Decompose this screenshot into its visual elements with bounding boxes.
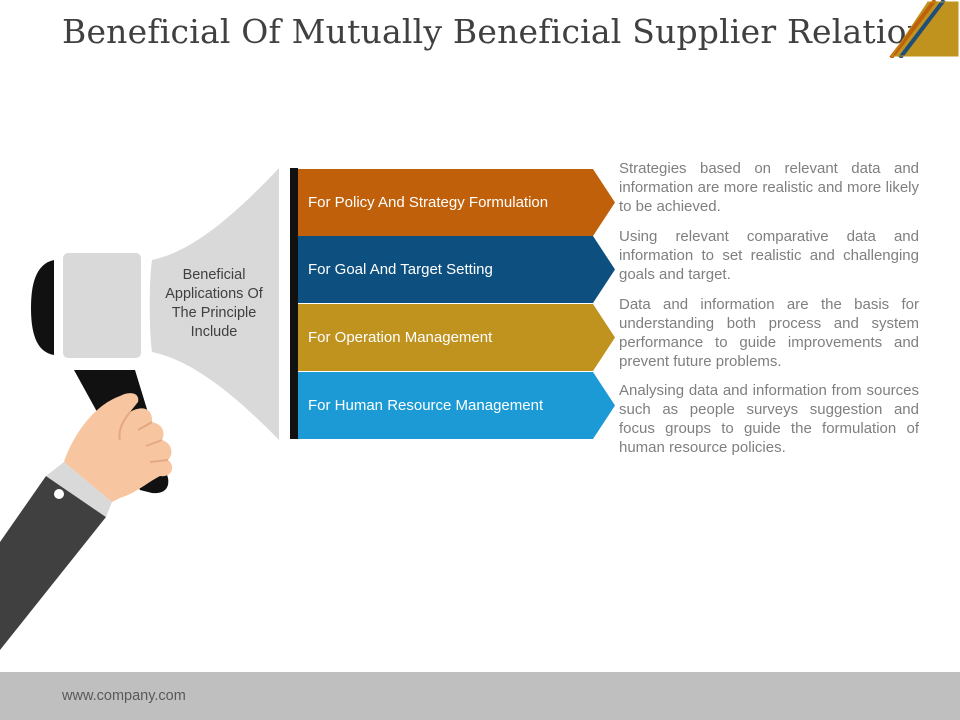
- item-arrow-goal-target: For Goal And Target Setting: [298, 236, 615, 303]
- corner-logo-icon: [889, 0, 959, 58]
- item-arrow-human-resource: For Human Resource Management: [298, 372, 615, 439]
- item-description-operation-management: Data and information are the basis for u…: [619, 296, 919, 370]
- item-description-goal-target: Using relevant comparative data and info…: [619, 228, 919, 283]
- megaphone-icon: [0, 168, 279, 650]
- megaphone-label: Beneficial Applications Of The Principle…: [165, 267, 263, 340]
- item-arrow-operation-management: For Operation Management: [298, 304, 615, 371]
- item-description-policy-strategy: Strategies based on relevant data and in…: [619, 160, 919, 215]
- footer-url: www.company.com: [62, 688, 186, 704]
- footer-bar: www.company.com: [0, 672, 960, 720]
- divider-bar: [290, 168, 298, 439]
- item-description-human-resource: Analysing data and information from sour…: [619, 382, 919, 456]
- item-arrow-policy-strategy: For Policy And Strategy Formulation: [298, 169, 615, 236]
- slide-title: Beneficial Of Mutually Beneficial Suppli…: [62, 12, 929, 51]
